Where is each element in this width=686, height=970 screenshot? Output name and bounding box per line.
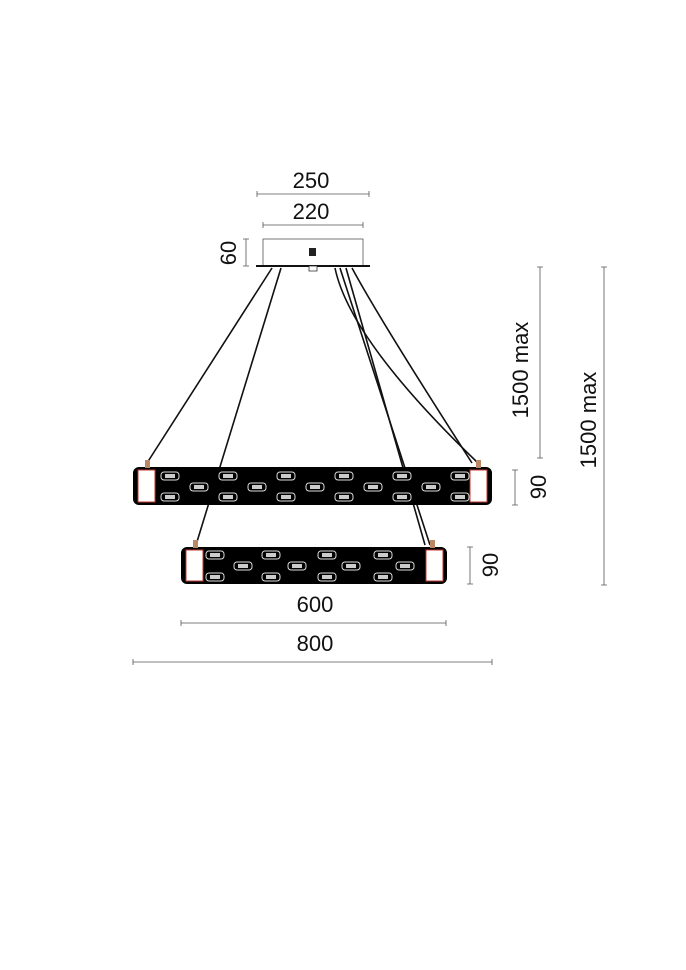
crystal-core [455, 474, 465, 478]
crystal [395, 561, 415, 571]
dim-lower-ring-width: 600 [297, 592, 334, 617]
crystal-core [281, 495, 291, 499]
crystal [276, 492, 296, 502]
crystal-core [194, 485, 204, 489]
dim-line-lower-ring-height [467, 546, 473, 585]
dim-canopy-inner: 220 [293, 199, 330, 224]
crystal-core [292, 564, 302, 568]
crystal-core [322, 553, 332, 557]
crystal [317, 572, 337, 582]
dim-line-canopy-inner [262, 222, 364, 228]
crystal [287, 561, 307, 571]
crystal [373, 572, 393, 582]
crystal [218, 492, 238, 502]
crystal [160, 471, 180, 481]
dim-suspension-inner: 1500 max [508, 322, 533, 419]
dim-line-suspension-outer [601, 266, 607, 586]
crystal [205, 550, 225, 560]
crystal-core [281, 474, 291, 478]
crystal [261, 572, 281, 582]
crystal-core [339, 474, 349, 478]
crystal-core [322, 575, 332, 579]
crystal-core [210, 575, 220, 579]
canopy [256, 238, 370, 272]
crystal-core [252, 485, 262, 489]
crystal-core [266, 553, 276, 557]
crystal [334, 471, 354, 481]
crystal [205, 572, 225, 582]
crystal [363, 482, 383, 492]
crystal-core [339, 495, 349, 499]
crystal-core [378, 553, 388, 557]
crystal [276, 471, 296, 481]
crystal [233, 561, 253, 571]
crystal-core [223, 495, 233, 499]
crystal-core [400, 564, 410, 568]
crystal [189, 482, 209, 492]
crystal [334, 492, 354, 502]
crystal-core [165, 495, 175, 499]
dim-canopy-height: 60 [216, 241, 241, 265]
crystal [160, 492, 180, 502]
crystal-core [210, 553, 220, 557]
crystal-core [310, 485, 320, 489]
crystal [450, 471, 470, 481]
crystal [392, 471, 412, 481]
crystal-core [397, 474, 407, 478]
dim-suspension-outer: 1500 max [576, 372, 601, 469]
dim-line-suspension-inner [537, 266, 543, 459]
crystal-core [266, 575, 276, 579]
crystal-core [397, 495, 407, 499]
dim-upper-ring-width: 800 [297, 631, 334, 656]
crystal [261, 550, 281, 560]
crystal-core [165, 474, 175, 478]
crystal-core [426, 485, 436, 489]
dim-line-upper-ring-width [132, 659, 493, 665]
crystal-core [378, 575, 388, 579]
crystal-core [346, 564, 356, 568]
crystal [317, 550, 337, 560]
crystals [160, 471, 470, 582]
crystal [305, 482, 325, 492]
dim-line-canopy-outer [256, 191, 370, 197]
crystal [421, 482, 441, 492]
dim-line-lower-ring-width [180, 620, 447, 626]
crystal-core [223, 474, 233, 478]
crystal [450, 492, 470, 502]
dim-upper-ring-height: 90 [526, 475, 551, 499]
crystal-core [238, 564, 248, 568]
crystal-core [368, 485, 378, 489]
dim-line-upper-ring-height [512, 469, 518, 506]
crystal [218, 471, 238, 481]
crystal [373, 550, 393, 560]
crystal-core [455, 495, 465, 499]
crystal [247, 482, 267, 492]
crystal [392, 492, 412, 502]
crystal [341, 561, 361, 571]
dim-lower-ring-height: 90 [478, 553, 503, 577]
dim-canopy-outer: 250 [293, 168, 330, 193]
dim-line-canopy-height [243, 238, 249, 267]
